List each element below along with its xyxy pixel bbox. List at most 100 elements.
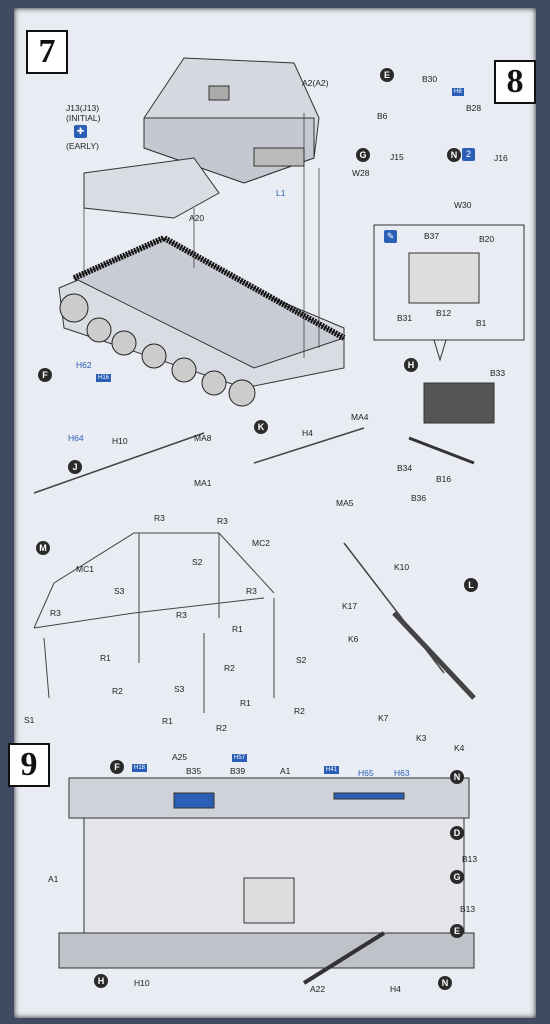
- label-r3: R3: [154, 513, 165, 523]
- label-h63: H63: [394, 768, 410, 778]
- label-j16: J16: [494, 153, 508, 163]
- label-r3-b: R3: [217, 516, 228, 526]
- subassembly-l: L: [464, 578, 478, 592]
- technical-drawings: [33, 57, 525, 985]
- glue-icon: ✎: [384, 230, 397, 243]
- subassembly-g-step9: G: [450, 870, 464, 884]
- step-number-9: 9: [8, 743, 50, 787]
- label-r3-d: R3: [176, 610, 187, 620]
- label-a2: A2(A2): [302, 78, 329, 88]
- hull-drawing: [58, 157, 346, 389]
- subassembly-d: D: [450, 826, 464, 840]
- label-k6: K6: [348, 634, 359, 644]
- subassembly-n-step9: N: [450, 770, 464, 784]
- label-r1: R1: [232, 624, 243, 634]
- label-b39: B39: [230, 766, 246, 776]
- label-h10: H10: [112, 436, 128, 446]
- subassembly-h-step9: H: [94, 974, 108, 988]
- label-k4: K4: [454, 743, 465, 753]
- instruction-sheet: 7 8 9 A2(A2) J13(J13) (INITIAL) ✚ (EARLY…: [8, 8, 536, 1018]
- label-r1-d: R1: [162, 716, 173, 726]
- label-ma5: MA5: [336, 498, 354, 508]
- label-mc2: MC2: [252, 538, 270, 548]
- label-k10: K10: [394, 562, 410, 572]
- label-b36: B36: [411, 493, 427, 503]
- label-b37: B37: [424, 231, 440, 241]
- label-h4-step9: H4: [390, 984, 401, 994]
- label-b6: B6: [377, 111, 388, 121]
- label-a1-top: A1: [280, 766, 291, 776]
- tag-h16: H16: [96, 374, 112, 382]
- label-a20: A20: [189, 213, 205, 223]
- label-ma8: MA8: [194, 433, 212, 443]
- label-j13-initial: (INITIAL): [66, 113, 101, 123]
- inset-box: [373, 224, 525, 341]
- label-b28: B28: [466, 103, 482, 113]
- label-j13: J13(J13): [66, 103, 100, 113]
- subassembly-f: F: [38, 368, 52, 382]
- label-h62: H62: [76, 360, 92, 370]
- subassembly-n-bottom: N: [438, 976, 452, 990]
- label-j13-early: (EARLY): [66, 141, 99, 151]
- label-w28: W28: [352, 168, 370, 178]
- subassembly-j: J: [68, 460, 82, 474]
- label-mc1: MC1: [76, 564, 94, 574]
- label-k7: K7: [378, 713, 389, 723]
- label-a25: A25: [172, 752, 188, 762]
- label-s1: S1: [24, 715, 35, 725]
- label-r2-d: R2: [216, 723, 227, 733]
- label-j15: J15: [390, 152, 404, 162]
- label-h64: H64: [68, 433, 84, 443]
- label-s3-b: S3: [174, 684, 185, 694]
- label-h65: H65: [358, 768, 374, 778]
- tag-h41: H41: [324, 766, 340, 774]
- label-r1-c: R1: [240, 698, 251, 708]
- label-a22: A22: [310, 984, 326, 994]
- tag-h8: H8: [452, 88, 464, 96]
- label-b33: B33: [490, 368, 506, 378]
- label-ma4: MA4: [351, 412, 369, 422]
- label-s2-b: S2: [296, 655, 307, 665]
- subassembly-m: M: [36, 541, 50, 555]
- subassembly-e: E: [380, 68, 394, 82]
- count-icon: 2: [462, 148, 475, 161]
- label-b12: B12: [436, 308, 452, 318]
- label-h4: H4: [302, 428, 313, 438]
- label-b13: B13: [462, 854, 478, 864]
- label-ma1: MA1: [194, 478, 212, 488]
- label-b31: B31: [397, 313, 413, 323]
- label-r3-e: R3: [50, 608, 61, 618]
- turret-drawing: [143, 57, 320, 184]
- subassembly-h: H: [404, 358, 418, 372]
- tag-h18: H18: [132, 764, 148, 772]
- step-number-7: 7: [26, 30, 68, 74]
- label-k3: K3: [416, 733, 427, 743]
- label-b20: B20: [479, 234, 495, 244]
- label-h10-step9: H10: [134, 978, 150, 988]
- label-b30: B30: [422, 74, 438, 84]
- subassembly-k: K: [254, 420, 268, 434]
- label-r2-c: R2: [294, 706, 305, 716]
- subassembly-f-step9: F: [110, 760, 124, 774]
- label-s3: S3: [114, 586, 125, 596]
- label-b35: B35: [186, 766, 202, 776]
- subassembly-e-step9: E: [450, 924, 464, 938]
- label-r2: R2: [224, 663, 235, 673]
- label-r2-b: R2: [112, 686, 123, 696]
- antenna-frame: [33, 532, 275, 713]
- option-icon: ✚: [74, 125, 87, 138]
- label-b13-b: B13: [460, 904, 476, 914]
- label-s2: S2: [192, 557, 203, 567]
- label-r3-c: R3: [246, 586, 257, 596]
- subassembly-n: N: [447, 148, 461, 162]
- step-number-8: 8: [494, 60, 536, 104]
- suspension-drawing: [408, 252, 495, 465]
- tag-h57: H57: [232, 754, 248, 762]
- label-b1: B1: [476, 318, 487, 328]
- label-b16: B16: [436, 474, 452, 484]
- label-r1-b: R1: [100, 653, 111, 663]
- label-l1: L1: [276, 188, 286, 198]
- road-wheels: [59, 293, 256, 407]
- label-a1-side: A1: [48, 874, 59, 884]
- label-b34: B34: [397, 463, 413, 473]
